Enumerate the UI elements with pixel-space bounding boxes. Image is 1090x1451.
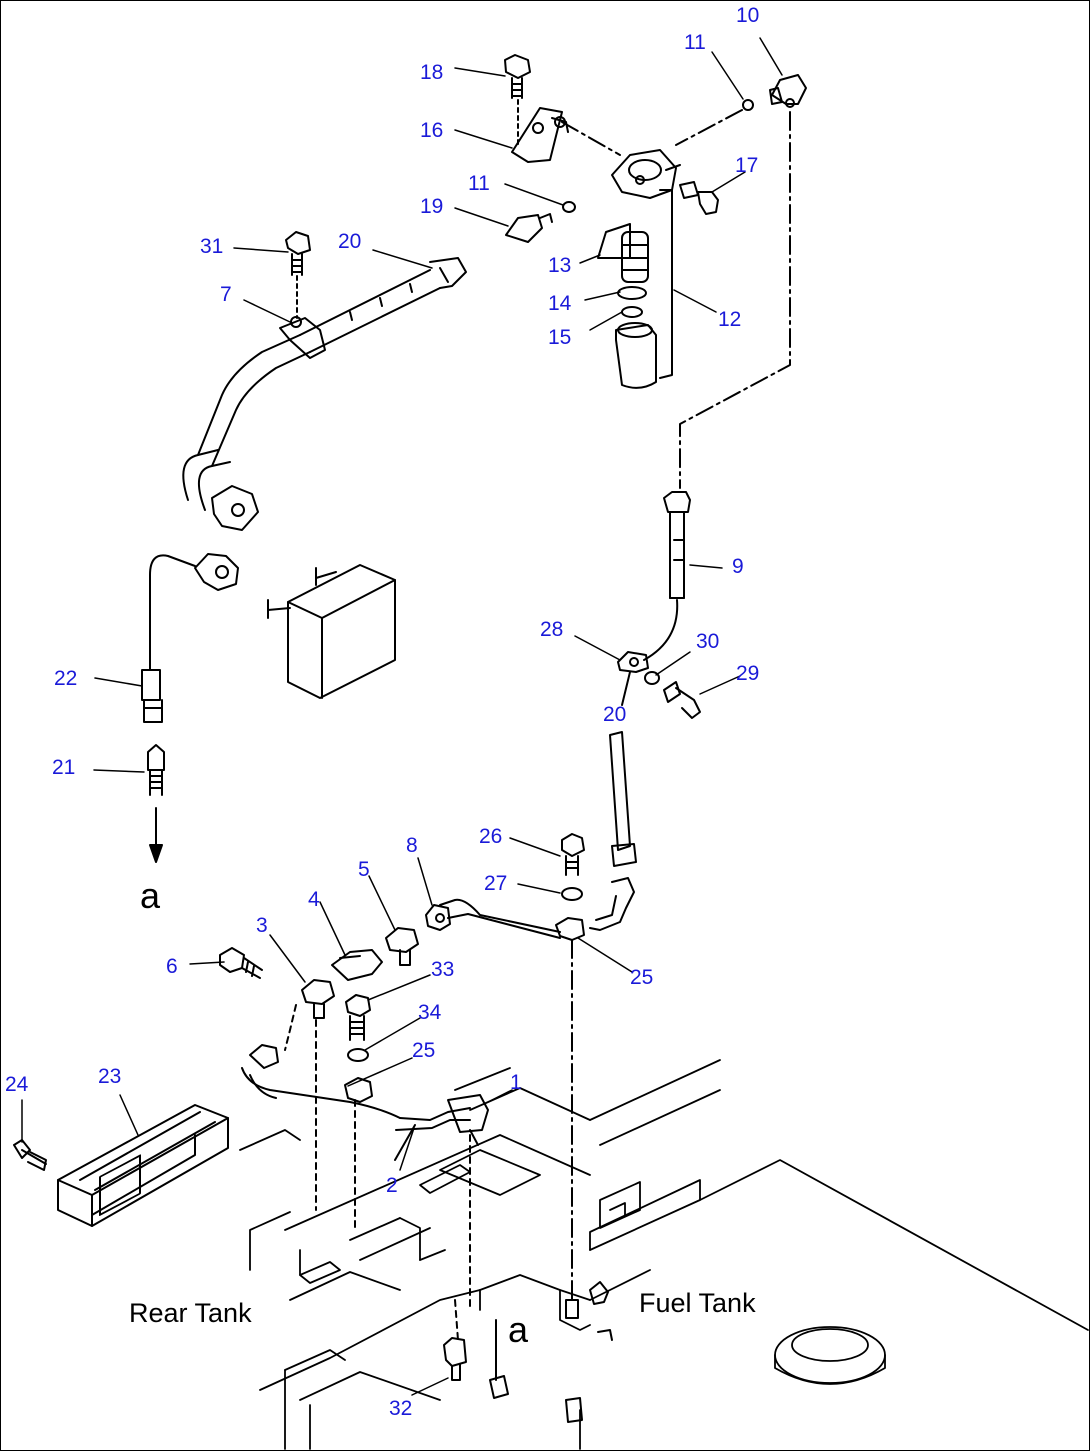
bolt-33	[345, 994, 371, 1041]
ref-letter-a-bottom: a	[508, 1309, 529, 1350]
callout-4: 4	[308, 888, 320, 911]
bolt-26	[561, 833, 585, 876]
label-rear-tank: Rear Tank	[129, 1298, 252, 1328]
callout-22: 22	[54, 667, 78, 690]
callout-20-upper: 20	[338, 230, 362, 253]
callout-14: 14	[548, 292, 572, 315]
callout-3: 3	[256, 914, 268, 937]
callout-8: 8	[406, 834, 418, 857]
washer-11-lower	[562, 201, 576, 213]
callout-24: 24	[5, 1073, 29, 1096]
pipe-20-lower	[609, 731, 637, 867]
fuel-filter-12	[597, 149, 681, 389]
callout-27: 27	[484, 872, 508, 895]
tank-body-outline	[239, 1059, 1089, 1450]
callout-25-upper: 25	[630, 966, 654, 989]
callout-2: 2	[386, 1174, 398, 1197]
callout-9: 9	[732, 555, 744, 578]
fuel-tank-bottom-port	[565, 1397, 583, 1423]
hose-20-upper	[182, 257, 467, 531]
callout-18: 18	[420, 61, 444, 84]
callout-5: 5	[358, 858, 370, 881]
callout-29: 29	[736, 662, 760, 685]
bracket-16	[511, 107, 569, 163]
callout-15: 15	[548, 326, 572, 349]
callout-17: 17	[735, 154, 759, 177]
fuel-tank-port	[565, 1299, 579, 1319]
callout-12: 12	[718, 308, 742, 331]
fuel-line-lower	[241, 1044, 489, 1311]
plug-17	[679, 181, 719, 215]
bolt-31	[285, 231, 311, 319]
washer-11-upper	[742, 99, 754, 111]
callout-28: 28	[540, 618, 564, 641]
callout-20-lower: 20	[603, 703, 627, 726]
pipe-9	[643, 111, 791, 661]
washer-27	[561, 887, 583, 901]
sensor-19	[505, 213, 553, 243]
ref-letter-a-top: a	[140, 875, 161, 916]
fitting-5	[385, 927, 419, 966]
fuel-line-upper	[439, 877, 635, 941]
centerline-16	[561, 121, 621, 156]
callout-6: 6	[166, 955, 178, 978]
centerline-10	[675, 109, 743, 146]
callout-1: 1	[510, 1071, 522, 1094]
leader-lines	[21, 37, 783, 1396]
valve-4	[331, 949, 383, 981]
label-fuel-tank: Fuel Tank	[639, 1288, 756, 1318]
callout-10: 10	[736, 4, 760, 27]
callout-30: 30	[696, 630, 720, 653]
washer-34	[347, 1048, 369, 1062]
elbow-10	[769, 74, 807, 108]
callout-19: 19	[420, 195, 444, 218]
callout-16: 16	[420, 119, 444, 142]
bolt-6	[219, 947, 263, 979]
callout-33: 33	[431, 958, 455, 981]
callout-23: 23	[98, 1065, 122, 1088]
control-box	[267, 564, 396, 699]
callout-26: 26	[479, 825, 503, 848]
callout-25-lower: 25	[412, 1039, 436, 1062]
callout-21: 21	[52, 756, 76, 779]
joint-28-29-30	[617, 651, 701, 719]
cover-plate-23	[57, 1104, 229, 1227]
bolt-24	[13, 1139, 47, 1171]
fitting-3	[284, 979, 335, 1211]
fitting-8	[425, 904, 451, 931]
callout-34: 34	[418, 1001, 442, 1024]
bolt-21	[147, 744, 165, 863]
bolt-18	[504, 54, 531, 99]
ref-a-stud	[489, 1319, 509, 1399]
drain-plug-32	[443, 1299, 467, 1381]
callout-32: 32	[389, 1397, 413, 1420]
sensor-22	[141, 553, 239, 723]
callout-11-lower: 11	[468, 172, 490, 195]
callout-11-upper: 11	[684, 31, 706, 54]
callout-7: 7	[220, 283, 232, 306]
fuel-tank-fitting	[589, 1281, 613, 1341]
callout-13: 13	[548, 254, 572, 277]
callout-31: 31	[200, 235, 224, 258]
